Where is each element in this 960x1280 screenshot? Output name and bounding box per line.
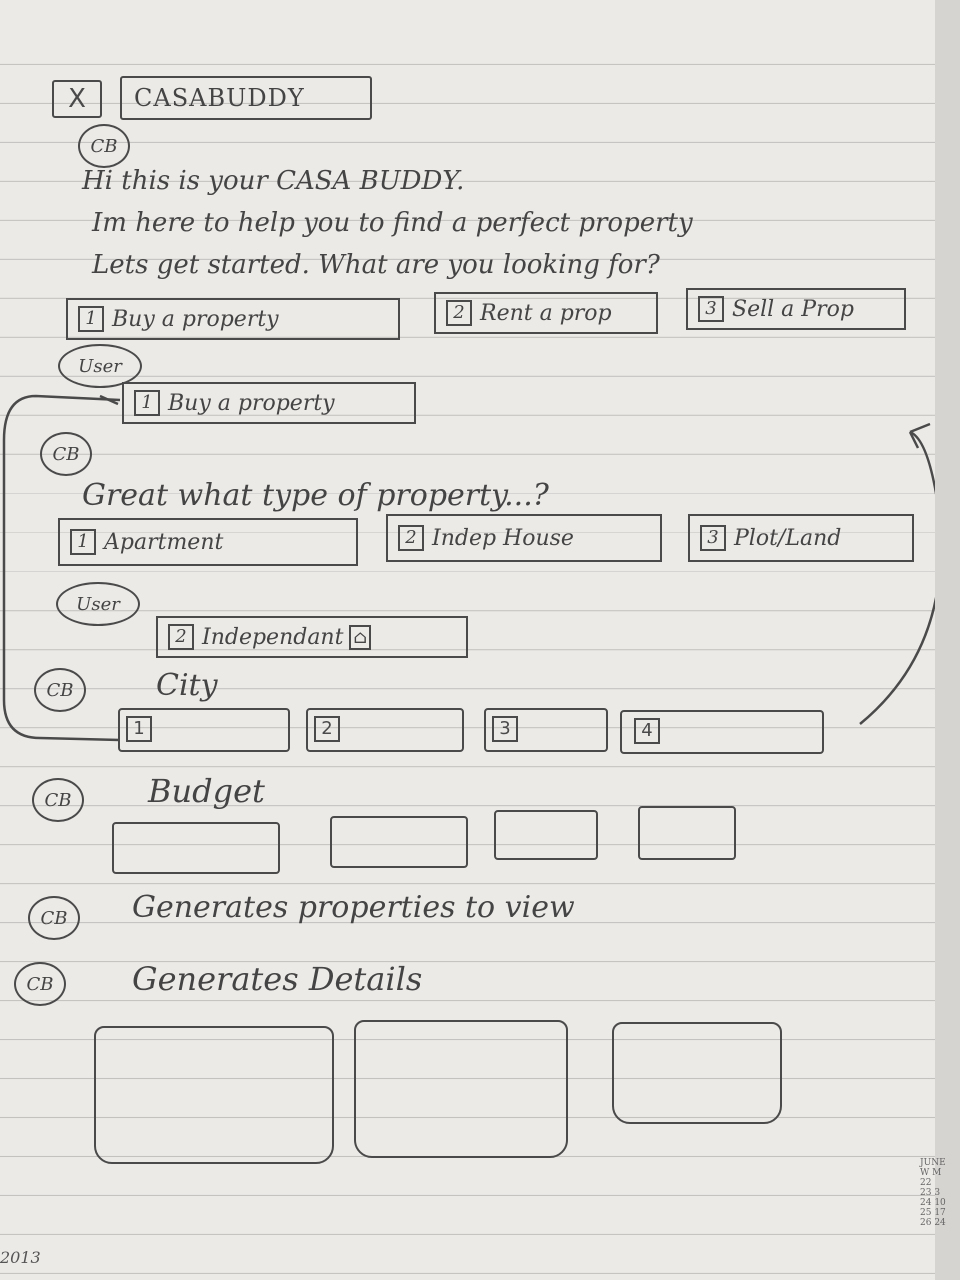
budget-slot-3[interactable] (494, 810, 598, 860)
bot-avatar: CB (40, 432, 92, 476)
bot-avatar: CB (32, 778, 84, 822)
app-title: CASABUDDY (134, 84, 305, 112)
city-label: City (156, 668, 218, 703)
intro-line-1: Hi this is your CASA BUDDY. (82, 166, 465, 196)
bot-avatar: CB (28, 896, 80, 940)
detail-card-1[interactable] (94, 1026, 334, 1164)
house-icon: ⌂ (349, 624, 372, 650)
notebook-edge (935, 0, 960, 1280)
bot-avatar: CB (14, 962, 66, 1006)
budget-slot-2[interactable] (330, 816, 468, 868)
option-rent-property[interactable]: 2 Rent a prop (434, 292, 658, 334)
user-reply-independent: 2 Independant ⌂ (156, 616, 468, 658)
close-icon: X (68, 84, 86, 114)
budget-label: Budget (148, 772, 265, 810)
city-slot-4[interactable]: 4 (620, 710, 824, 754)
footer-year: 2013 (0, 1248, 41, 1267)
city-slot-1[interactable]: 1 (118, 708, 290, 752)
generate-details-text: Generates Details (132, 960, 423, 998)
city-slot-2[interactable]: 2 (306, 708, 464, 752)
bot-avatar: CB (34, 668, 86, 712)
option-plot-land[interactable]: 3 Plot/Land (688, 514, 914, 562)
user-avatar: User (56, 582, 140, 626)
flow-arrows (2, 394, 935, 742)
user-avatar: User (58, 344, 142, 388)
type-question: Great what type of property...? (82, 478, 549, 513)
option-buy-property[interactable]: 1 Buy a property (66, 298, 400, 340)
user-reply-buy-property: 1 Buy a property (122, 382, 416, 424)
option-sell-property[interactable]: 3 Sell a Prop (686, 288, 906, 330)
calendar-corner: JUNE W M 22 23 3 24 10 25 17 26 24 (920, 1158, 946, 1228)
intro-line-3: Lets get started. What are you looking f… (92, 250, 660, 280)
close-button[interactable]: X (52, 80, 102, 118)
generate-properties-text: Generates properties to view (132, 890, 575, 925)
budget-slot-1[interactable] (112, 822, 280, 874)
detail-card-3[interactable] (612, 1022, 782, 1124)
option-indep-house[interactable]: 2 Indep House (386, 514, 662, 562)
option-apartment[interactable]: 1 Apartment (58, 518, 358, 566)
bot-avatar: CB (78, 124, 130, 168)
detail-card-2[interactable] (354, 1020, 568, 1158)
app-title-bar: CASABUDDY (120, 76, 372, 120)
budget-slot-4[interactable] (638, 806, 736, 860)
intro-line-2: Im here to help you to find a perfect pr… (92, 208, 693, 238)
city-slot-3[interactable]: 3 (484, 708, 608, 752)
